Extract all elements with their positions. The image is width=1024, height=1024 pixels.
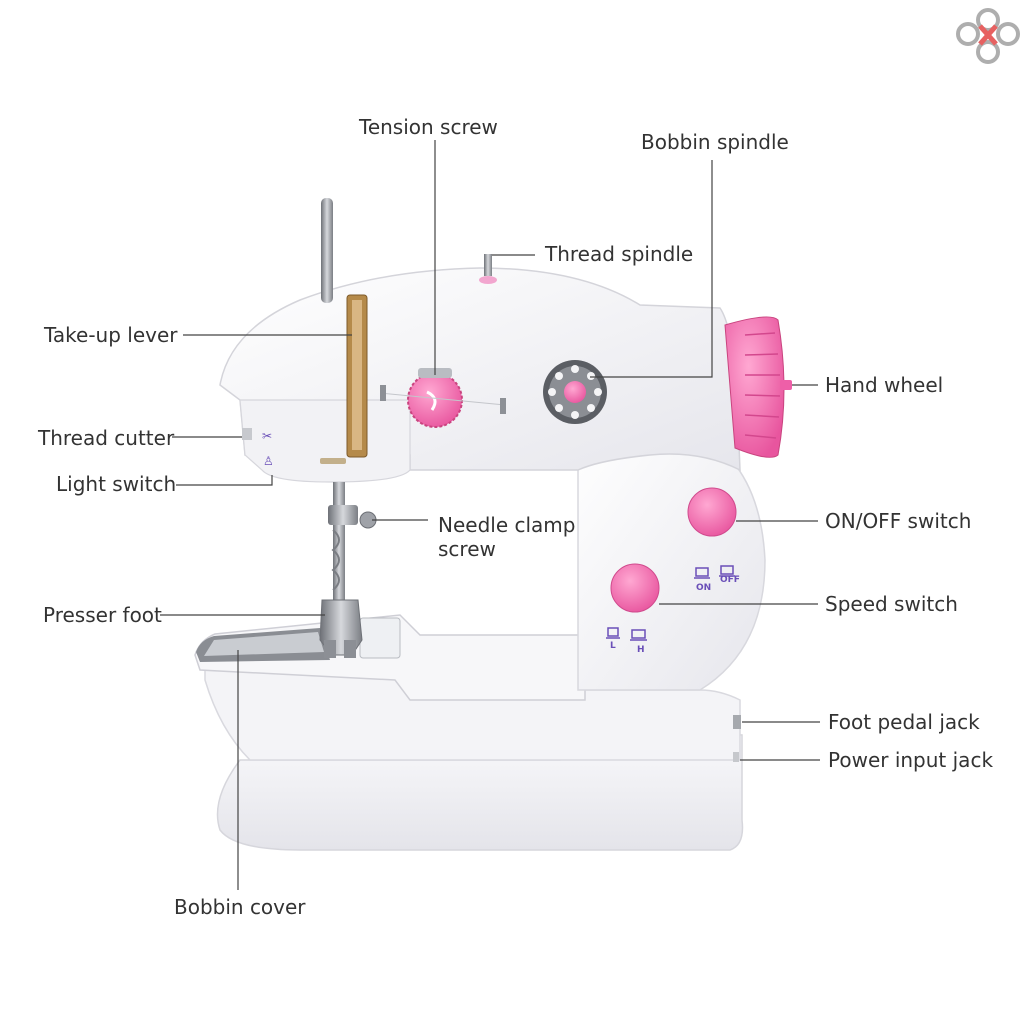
label-speed-switch: Speed switch <box>825 592 958 616</box>
speed-marks: L H <box>606 627 647 655</box>
label-on-off-switch: ON/OFF switch <box>825 509 972 533</box>
thread-spindle-pin <box>484 254 492 276</box>
on-off-switch-button <box>687 487 737 537</box>
label-take-up-lever: Take-up lever <box>44 323 178 347</box>
off-mark: OFF <box>720 575 740 585</box>
spool-pin <box>321 198 333 303</box>
speed-switch-button <box>610 563 660 613</box>
bobbin-spindle-reel <box>543 360 607 424</box>
on-off-marks: ON OFF <box>694 565 740 593</box>
label-needle-clamp-screw: Needle clamp screw <box>438 513 576 561</box>
label-foot-pedal-jack: Foot pedal jack <box>828 710 980 734</box>
label-power-input-jack: Power input jack <box>828 748 994 772</box>
label-tension-screw: Tension screw <box>359 115 498 139</box>
label-light-switch: Light switch <box>56 472 177 496</box>
leader-lines <box>160 140 820 890</box>
needle-assembly <box>319 482 377 658</box>
watermark-logo-icon <box>956 8 1020 64</box>
label-presser-foot: Presser foot <box>43 603 162 627</box>
label-thread-cutter: Thread cutter <box>38 426 175 450</box>
label-bobbin-cover: Bobbin cover <box>174 895 306 919</box>
on-mark: ON <box>696 583 711 593</box>
power-input-jack-port <box>733 752 739 762</box>
hand-wheel-knob <box>724 316 792 458</box>
label-thread-spindle: Thread spindle <box>545 242 694 266</box>
svg-text:♙: ♙ <box>263 454 274 468</box>
low-mark: L <box>610 641 616 651</box>
label-hand-wheel: Hand wheel <box>825 373 944 397</box>
foot-pedal-jack-port <box>733 715 741 729</box>
label-bobbin-spindle: Bobbin spindle <box>641 130 789 154</box>
high-mark: H <box>637 645 645 655</box>
svg-text:✂: ✂ <box>262 429 272 443</box>
